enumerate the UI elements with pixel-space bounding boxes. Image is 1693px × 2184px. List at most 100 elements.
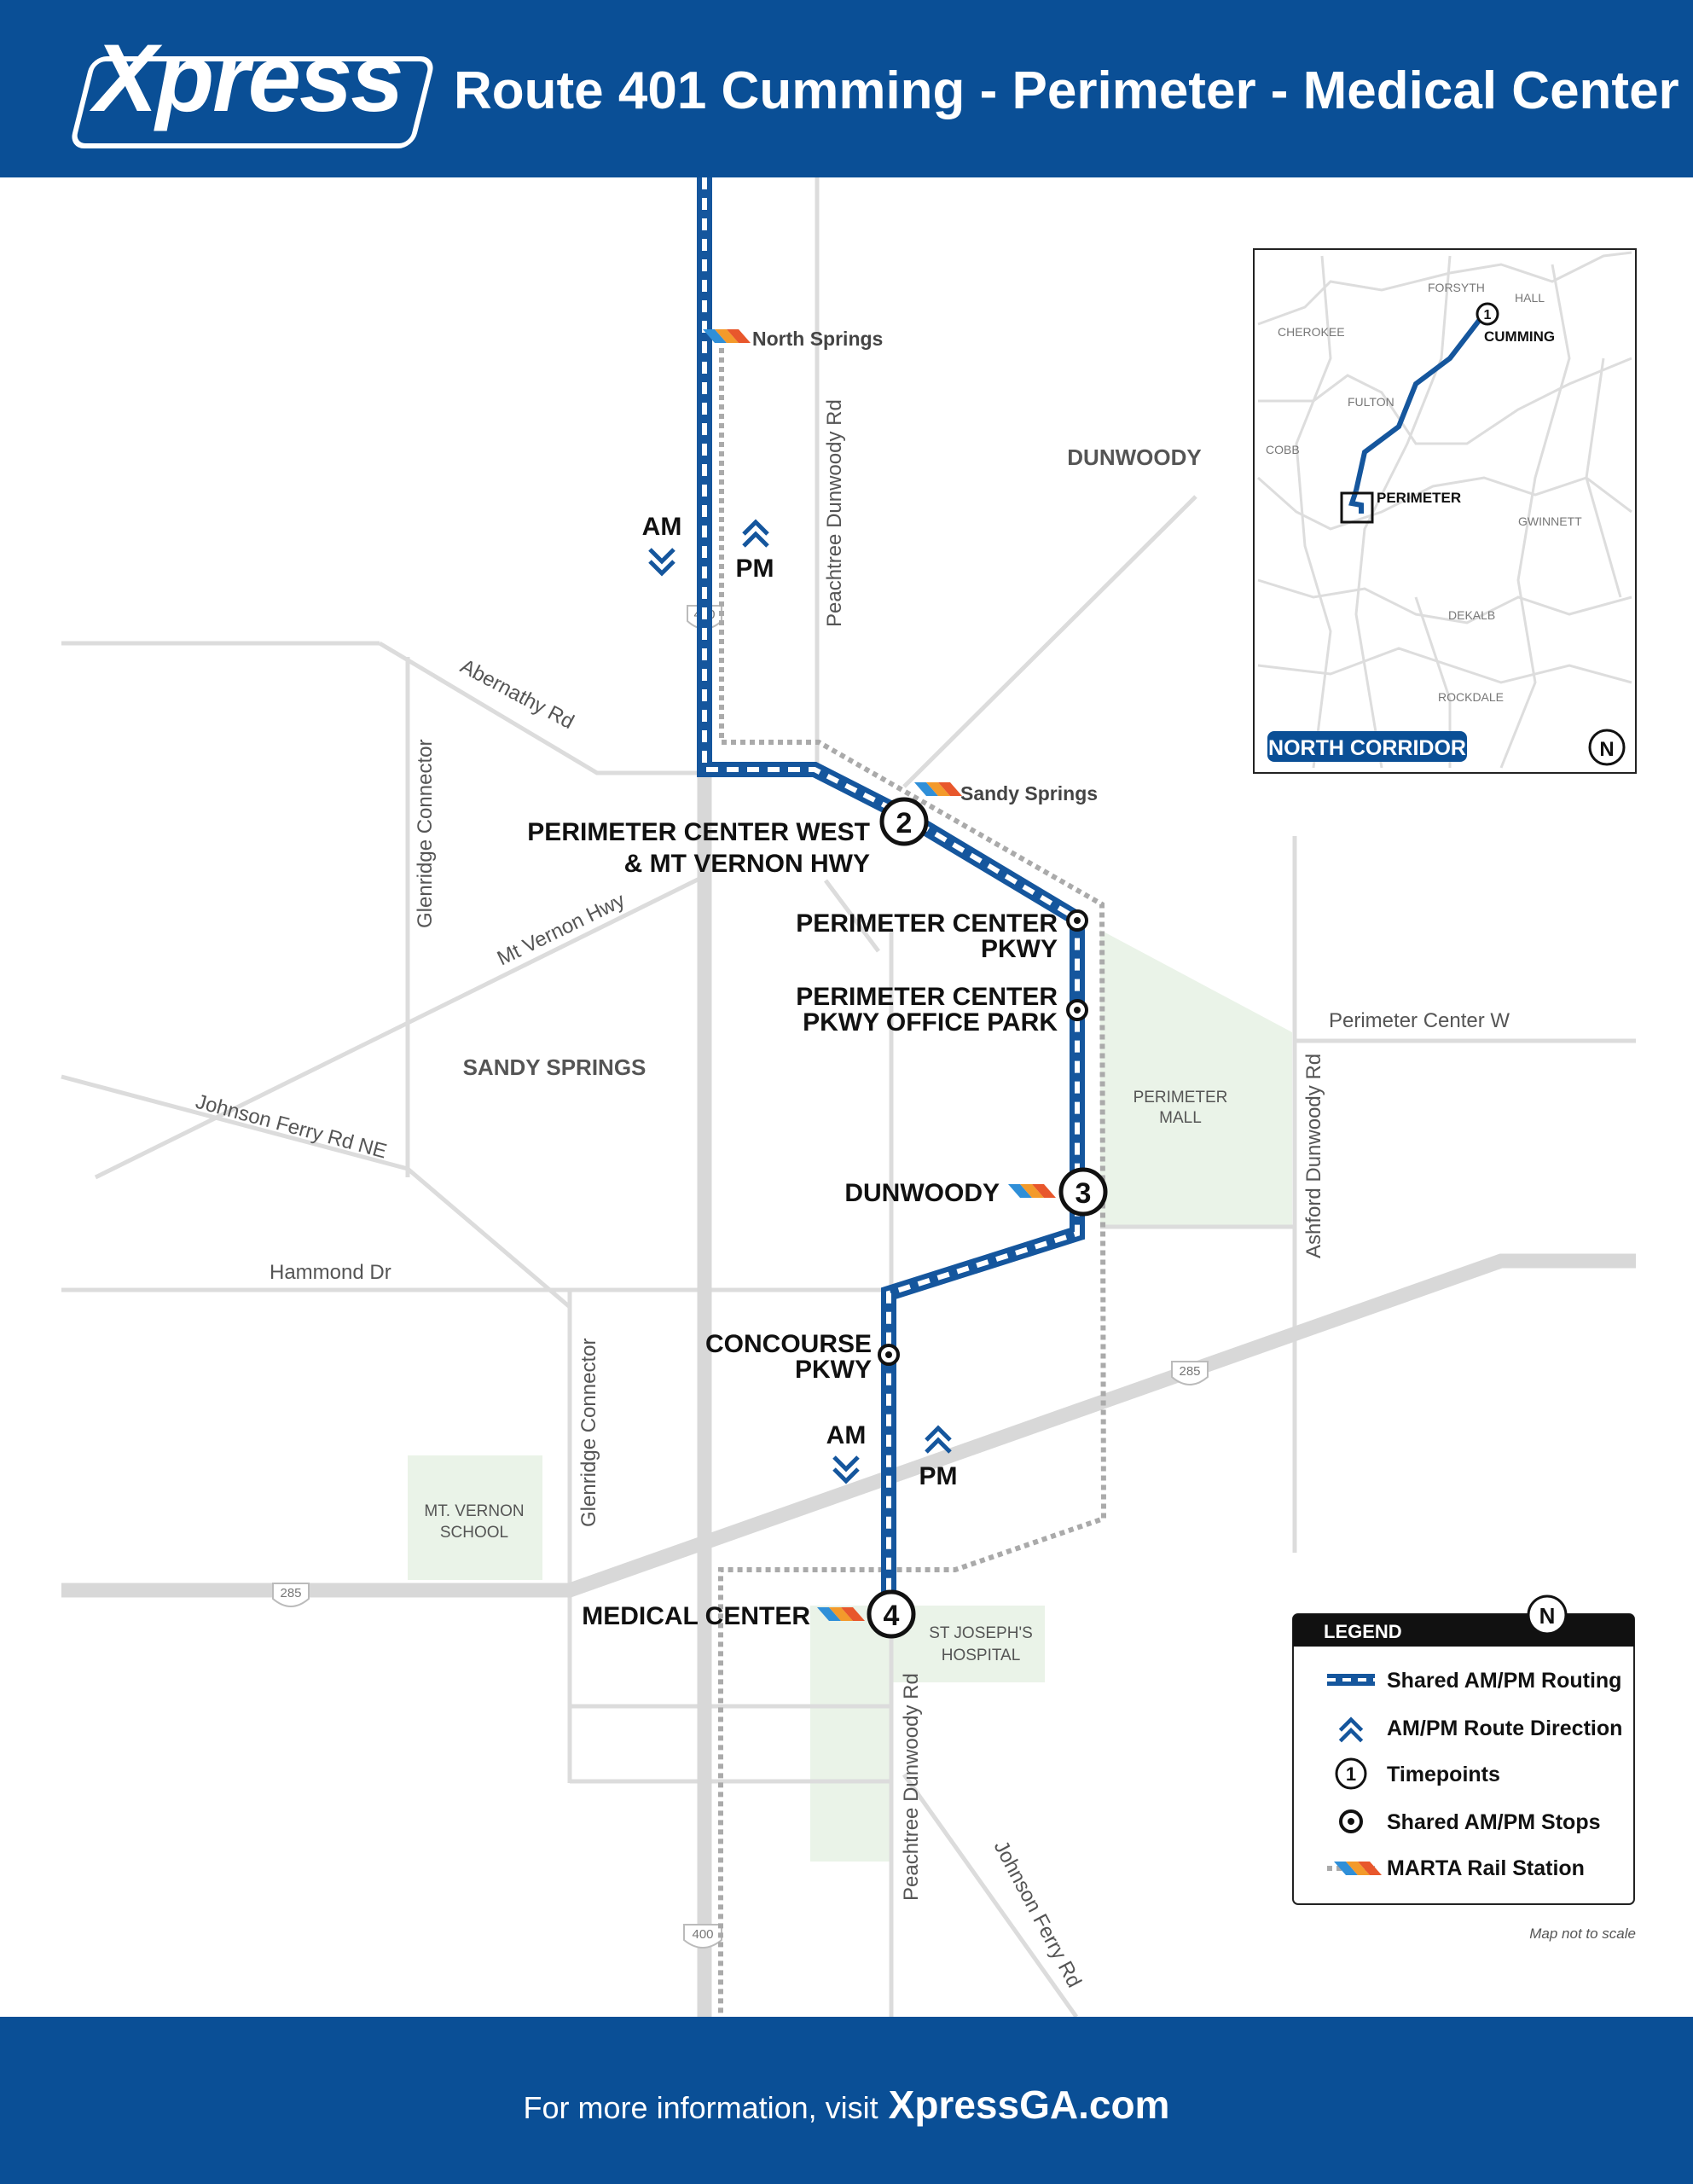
scale-note: Map not to scale	[1529, 1926, 1636, 1942]
inset-route-line	[1354, 312, 1487, 491]
highway-i285	[61, 1253, 1636, 1598]
stop-label-concourse-2: PKWY	[795, 1356, 872, 1384]
inset-cumming-label: CUMMING	[1484, 328, 1555, 345]
legend-item-timepoints: Timepoints	[1387, 1763, 1500, 1786]
inset-timepoint-1-label: 1	[1484, 308, 1492, 322]
pm-label-top: PM	[736, 555, 774, 583]
sandy-springs-station-icon	[914, 782, 962, 796]
hammond-label: Hammond Dr	[270, 1261, 391, 1284]
ashford-dunwoody-label: Ashford Dunwoody Rd	[1302, 1054, 1325, 1258]
glenridge-label-bottom: Glenridge Connector	[577, 1339, 600, 1527]
inset-rockdale: ROCKDALE	[1438, 690, 1504, 704]
footer-info: For more information, visit XpressGA.com	[0, 2085, 1693, 2124]
inset-county-lines	[1257, 251, 1632, 769]
shield-285-right-label: 285	[1179, 1364, 1200, 1379]
inset-timepoint-1	[1476, 302, 1499, 326]
inset-north-label: N	[1599, 738, 1614, 761]
am-label-bottom: AM	[826, 1421, 867, 1449]
header-bar	[0, 0, 1693, 177]
perimeter-mall-label-2: MALL	[1159, 1109, 1202, 1127]
direction-chevron-am-bottom	[834, 1457, 858, 1481]
direction-chevron-pm-bottom	[926, 1428, 950, 1452]
perimeter-center-w-label: Perimeter Center W	[1329, 1009, 1510, 1032]
mt-vernon-school-label-1: MT. VERNON	[424, 1502, 524, 1520]
inset-cherokee: CHEROKEE	[1278, 325, 1345, 339]
stop-label-concourse-1: CONCOURSE	[705, 1330, 872, 1358]
stop-label-medical-center: MEDICAL CENTER	[582, 1602, 810, 1630]
legend-item-direction: AM/PM Route Direction	[1387, 1716, 1622, 1740]
inset-north-arrow-icon: N	[1588, 729, 1626, 766]
abernathy-label: Abernathy Rd	[456, 654, 577, 734]
mt-vernon-school-label-2: SCHOOL	[440, 1524, 508, 1542]
timepoint-4-label: 4	[884, 1600, 900, 1632]
shield-400-bottom: 400	[683, 1924, 722, 1949]
road-abernathy	[378, 641, 699, 775]
timepoint-3: 3	[1058, 1167, 1108, 1217]
legend-timepoint-number: 1	[1346, 1763, 1356, 1785]
road-dunwoody-diag	[902, 495, 1197, 788]
perimeter-mall-label-1: PERIMETER	[1133, 1089, 1228, 1107]
stop-label-perimeter-center-pkwy-1: PERIMETER CENTER	[796, 909, 1058, 938]
dunwoody-station-icon	[1008, 1184, 1056, 1198]
timepoint-2-label: 2	[896, 807, 913, 839]
highways	[61, 601, 1636, 2017]
inset-dekalb: DEKALB	[1448, 608, 1495, 622]
direction-chevron-am-top	[650, 549, 674, 573]
st-josephs-area-left	[810, 1606, 892, 1862]
legend-item-marta: MARTA Rail Station	[1387, 1856, 1585, 1880]
stop-office-park	[1066, 999, 1088, 1021]
sandy-springs-label: Sandy Springs	[960, 782, 1098, 804]
st-josephs-label-1: ST JOSEPH'S	[929, 1624, 1033, 1642]
inset-gwinnett: GWINNETT	[1518, 514, 1582, 528]
legend-panel: LEGEND N Shared AM/PM Routing AM/PM Rout…	[1292, 1594, 1635, 1905]
legend-title: LEGEND	[1324, 1621, 1402, 1642]
glenridge-label-top: Glenridge Connector	[414, 740, 437, 928]
legend-north-arrow-icon: N	[1527, 1594, 1568, 1635]
stop-concourse	[878, 1344, 900, 1366]
footer-link[interactable]: XpressGA.com	[888, 2082, 1170, 2127]
inset-cobb: COBB	[1266, 443, 1300, 456]
inset-hall: HALL	[1515, 291, 1545, 305]
peachtree-dunwoody-label-bottom: Peachtree Dunwoody Rd	[900, 1673, 923, 1901]
johnson-ferry-ne-label: Johnson Ferry Rd NE	[193, 1090, 389, 1164]
am-label-top: AM	[642, 513, 682, 541]
mt-vernon-label: Mt Vernon Hwy	[494, 889, 629, 971]
page-title: Route 401 Cumming - Perimeter - Medical …	[454, 61, 1679, 120]
road-connector	[823, 879, 881, 953]
stop-label-office-park-2: PKWY OFFICE PARK	[803, 1008, 1058, 1037]
timepoint-3-label: 3	[1076, 1177, 1092, 1210]
perimeter-mall-area	[1100, 930, 1292, 1228]
stop-perimeter-center-pkwy	[1066, 909, 1088, 932]
stop-label-perimeter-center-west-2: & MT VERNON HWY	[624, 850, 870, 878]
peachtree-dunwoody-label-top: Peachtree Dunwoody Rd	[823, 399, 846, 627]
north-springs-label: North Springs	[752, 328, 883, 350]
pm-label-bottom: PM	[919, 1462, 958, 1490]
inset-corridor-badge	[1267, 731, 1467, 762]
footer-text: For more information, visit	[523, 2090, 878, 2125]
sandy-springs-area-label: SANDY SPRINGS	[463, 1054, 646, 1080]
stop-label-dunwoody: DUNWOODY	[844, 1179, 1000, 1207]
marta-rail-line	[718, 348, 1107, 2017]
timepoint-2: 2	[879, 797, 929, 846]
legend-timepoint-icon	[1335, 1757, 1367, 1790]
shield-285-left: 285	[272, 1583, 310, 1607]
inset-forsyth: FORSYTH	[1428, 281, 1485, 294]
shield-285-right: 285	[1171, 1361, 1209, 1385]
stop-label-office-park-1: PERIMETER CENTER	[796, 983, 1058, 1011]
xpress-route-401	[697, 177, 1085, 1614]
footer-bar	[0, 2017, 1693, 2184]
road-mt-vernon	[94, 876, 701, 1180]
road-johnson-ferry-ne	[61, 1074, 571, 1309]
direction-chevron-pm-top	[744, 522, 768, 546]
legend-item-routing: Shared AM/PM Routing	[1387, 1669, 1621, 1693]
inset-corridor-label: NORTH CORRIDOR	[1268, 736, 1466, 760]
shield-400-bottom-label: 400	[692, 1927, 713, 1942]
mt-vernon-school-area	[408, 1455, 542, 1580]
inset-perimeter-box	[1340, 491, 1374, 524]
dunwoody-area-label: DUNWOODY	[1067, 444, 1201, 470]
stop-label-perimeter-center-west-1: PERIMETER CENTER WEST	[527, 818, 870, 846]
xpress-logo: Xpress	[94, 25, 404, 131]
st-josephs-label-2: HOSPITAL	[942, 1647, 1021, 1664]
